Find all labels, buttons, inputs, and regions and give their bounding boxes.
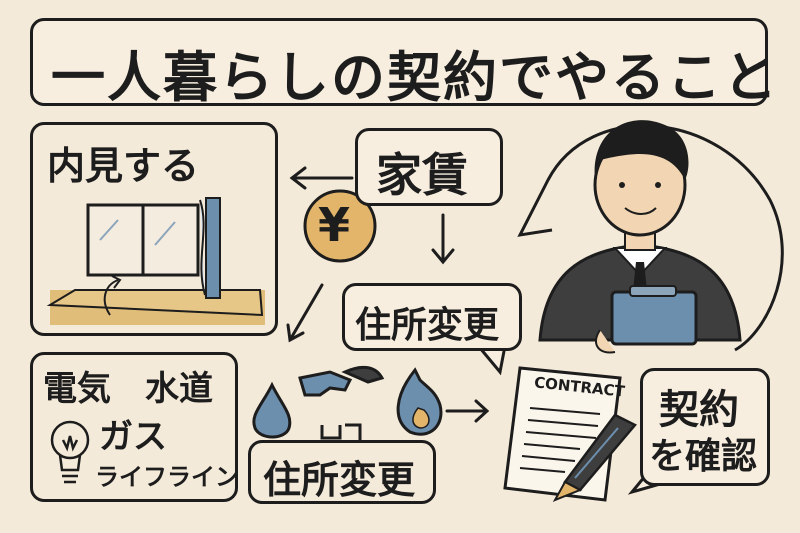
faucet-icon — [298, 365, 385, 440]
page-title: 一人暮らしの契約でやること — [51, 46, 779, 109]
rent-box: 家賃 — [355, 128, 503, 206]
arrows — [286, 166, 490, 423]
arrow-rent-to-viewing — [289, 166, 354, 190]
utility-gas: ガス — [99, 417, 167, 457]
address-change-box-top: 住所変更 — [342, 283, 522, 351]
viewing-box: 内見する — [30, 122, 278, 336]
lightbulb-icon — [50, 420, 90, 484]
contract-check-line2: を確認 — [649, 436, 758, 477]
address-change-label-top: 住所変更 — [355, 305, 500, 346]
water-drop-icon — [252, 381, 292, 439]
pen-icon — [552, 413, 637, 502]
arrow-rent-to-address — [431, 213, 455, 265]
contract-check-box: 契約 を確認 — [640, 368, 770, 486]
title-box: 一人暮らしの契約でやること — [30, 18, 777, 109]
flame-icon — [396, 367, 443, 436]
utility-lifeline: ライフライン — [95, 463, 239, 491]
address-change-label-bottom: 住所変更 — [263, 458, 416, 502]
window-icon — [46, 197, 265, 325]
contract-check-line1: 契約 — [659, 387, 739, 433]
utility-electricity: 電気 — [43, 369, 111, 409]
rent-label: 家賃 — [376, 148, 468, 202]
yen-symbol: ¥ — [318, 198, 351, 252]
utilities-box: 電気 水道 ガス ライフライン — [30, 352, 239, 502]
viewing-label: 内見する — [47, 144, 200, 188]
arrow-coin-to-utilities — [286, 283, 324, 343]
person-speech-bubble — [517, 124, 784, 352]
utility-water: 水道 — [145, 369, 213, 409]
arrow-utilities-to-contract — [445, 399, 490, 423]
yen-coin-icon — [303, 189, 377, 263]
address-bubble-tail — [478, 345, 507, 376]
clipboard-icon — [595, 285, 698, 354]
address-change-box-bottom: 住所変更 — [248, 440, 436, 504]
